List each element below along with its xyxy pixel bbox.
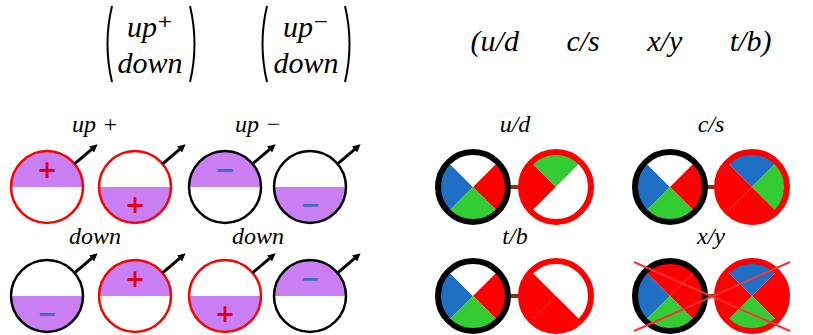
charge-circle-fill (99, 260, 171, 332)
cross-out (634, 262, 790, 331)
quark-circle (717, 152, 787, 222)
spin-arrow (253, 147, 273, 164)
charge-circle-fill (99, 151, 171, 223)
spin-arrow (75, 147, 95, 164)
charge-half (274, 260, 346, 296)
charge-circle (274, 260, 346, 332)
matrix-bracket (108, 6, 113, 82)
spin-arrow (338, 256, 358, 273)
charge-half (11, 151, 83, 187)
state-label: down (69, 223, 121, 249)
charge-sign: + (37, 157, 57, 183)
spin-arrow (338, 147, 358, 164)
matrix-bracket (263, 6, 268, 82)
quark-circle (635, 261, 705, 331)
matrix-entry: up⁻ (283, 10, 329, 43)
spin-arrow (163, 256, 183, 273)
charge-half (99, 187, 171, 223)
charge-circle (99, 151, 171, 223)
charge-sign: − (300, 192, 320, 218)
charge-circle-fill (274, 260, 346, 332)
charge-sign: − (37, 301, 57, 327)
charge-sign: + (125, 266, 145, 292)
charge-circle (189, 260, 261, 332)
charge-sign: − (215, 157, 235, 183)
pair-label: t/b (502, 223, 527, 249)
charge-circle-fill (11, 260, 83, 332)
pair-label: c/s (698, 111, 725, 137)
charge-circle (11, 260, 83, 332)
charge-half (189, 151, 261, 187)
charge-circle-fill (189, 151, 261, 223)
quark-circle (438, 261, 508, 331)
quark-circle (521, 261, 591, 331)
charge-half (11, 296, 83, 332)
charge-circle (274, 151, 346, 223)
charge-circle-fill (189, 260, 261, 332)
bond-bar (510, 294, 519, 298)
spin-arrow (75, 256, 95, 273)
spin-arrow (253, 256, 273, 273)
quark-circle (521, 152, 591, 222)
bond-bar (707, 185, 715, 189)
matrix-entry: down (117, 46, 182, 79)
charge-sign: + (125, 192, 145, 218)
quark-circle (635, 152, 705, 222)
state-label: up + (72, 111, 118, 137)
charge-circle (99, 260, 171, 332)
quark-circle (438, 152, 508, 222)
quark-row: (u/d c/s x/y t/b) (471, 24, 772, 57)
pair-label: u/d (500, 111, 531, 137)
quark-circle (717, 261, 787, 331)
charge-half (274, 187, 346, 223)
charge-sign: − (300, 266, 320, 292)
spin-arrow (163, 147, 183, 164)
charge-half (189, 296, 261, 332)
charge-circle (189, 151, 261, 223)
state-label: up − (235, 111, 281, 137)
charge-sign: + (215, 301, 235, 327)
matrix-entry: up⁺ (127, 10, 173, 43)
charge-circle-fill (274, 151, 346, 223)
matrix-entry: down (273, 46, 338, 79)
charge-circle (11, 151, 83, 223)
cross-out (634, 262, 790, 331)
matrix-bracket (345, 6, 350, 82)
pair-label: x/y (697, 223, 725, 249)
charge-half (99, 260, 171, 296)
state-label: down (232, 223, 284, 249)
matrix-bracket (190, 6, 195, 82)
bond-bar (510, 185, 519, 189)
charge-circle-fill (11, 151, 83, 223)
